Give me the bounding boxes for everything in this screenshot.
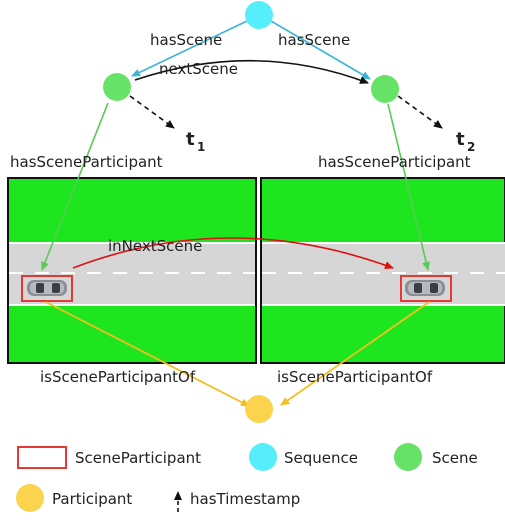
label-has-scene-participant-left: hasSceneParticipant — [10, 153, 163, 171]
legend-scene-participant-label: SceneParticipant — [75, 449, 201, 467]
edge-has-timestamp-t2 — [397, 95, 443, 129]
sequence-node — [245, 1, 273, 29]
edge-next-scene — [134, 59, 369, 84]
legend-participant-label: Participant — [52, 490, 132, 508]
label-has-scene-left: hasScene — [150, 31, 222, 49]
edge-is-scene-participant-of-left — [45, 301, 250, 407]
edge-has-scene-right — [270, 20, 371, 80]
timestamp-t1: t 1 — [186, 129, 205, 154]
legend-scene-participant-swatch — [17, 446, 67, 469]
label-in-next-scene: inNextScene — [108, 237, 202, 255]
scene-participant-box-right — [400, 275, 452, 302]
scene-panel-left — [7, 177, 257, 364]
svg-text:t: t — [456, 129, 465, 150]
scene-node-1 — [103, 73, 131, 101]
label-has-scene-participant-right: hasSceneParticipant — [318, 153, 471, 171]
scene-panel-right — [260, 177, 505, 364]
participant-node — [245, 395, 273, 423]
legend-scene-swatch — [394, 443, 422, 471]
legend-sequence-label: Sequence — [284, 449, 358, 467]
legend-scene-label: Scene — [432, 449, 478, 467]
label-next-scene: nextScene — [159, 60, 238, 78]
legend-sequence-swatch — [249, 443, 277, 471]
label-is-scene-participant-of-left: isSceneParticipantOf — [40, 368, 196, 386]
legend-participant-swatch — [16, 484, 44, 512]
edge-has-timestamp-t1 — [129, 95, 175, 129]
label-is-scene-participant-of-right: isSceneParticipantOf — [277, 368, 433, 386]
car-left — [27, 280, 67, 296]
label-has-scene-right: hasScene — [278, 31, 350, 49]
legend: SceneParticipant Sequence Scene Particip… — [16, 443, 478, 512]
legend-has-timestamp-label: hasTimestamp — [190, 490, 300, 508]
svg-text:1: 1 — [197, 140, 205, 154]
timestamp-t2: t 2 — [456, 129, 475, 154]
edge-has-scene-participant-right — [387, 103, 431, 271]
scene-node-2 — [371, 75, 399, 103]
scene-participant-box-left — [21, 275, 73, 302]
car-right — [405, 280, 445, 296]
edge-has-scene-left — [131, 20, 248, 77]
svg-text:2: 2 — [467, 140, 475, 154]
edge-is-scene-participant-of-right — [280, 301, 430, 406]
edge-in-next-scene — [72, 237, 394, 269]
svg-text:t: t — [186, 129, 195, 150]
edge-has-scene-participant-left — [41, 102, 109, 271]
